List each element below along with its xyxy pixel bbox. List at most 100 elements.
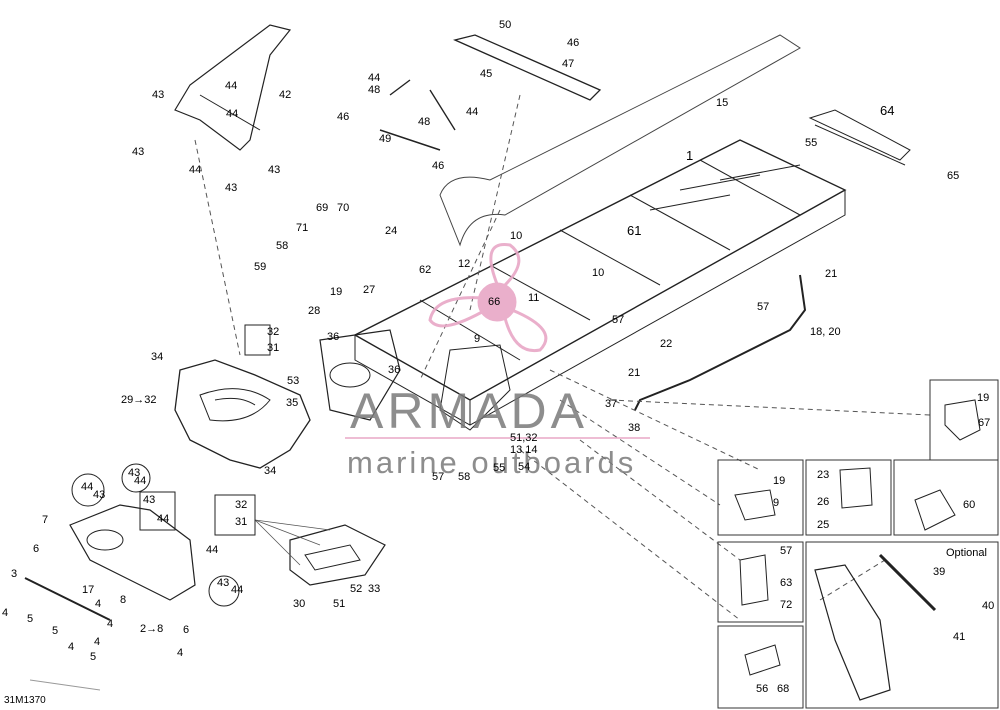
callout-25: 25 — [817, 519, 830, 531]
callout-11: 11 — [528, 292, 540, 304]
callout-37: 37 — [605, 398, 618, 410]
callout-49: 49 — [379, 133, 392, 145]
tunnel-top-cover — [439, 34, 801, 247]
callout-68: 68 — [777, 683, 790, 695]
callout-9: 9 — [474, 333, 481, 345]
callout-3: 3 — [11, 568, 18, 580]
inset-frame-23-26 — [805, 459, 892, 536]
callout-44: 44 — [466, 106, 479, 118]
callout-43: 43 — [132, 146, 145, 158]
center-brace — [319, 329, 401, 421]
callout-70: 70 — [337, 202, 350, 214]
inset-frame-56-68 — [717, 625, 804, 709]
callout-40: 40 — [982, 600, 995, 612]
callout-7: 7 — [42, 514, 49, 526]
callout-18-20: 18, 20 — [810, 326, 841, 338]
callout-34: 34 — [151, 351, 164, 363]
watermark-propeller-icon — [428, 242, 548, 353]
callout-19: 19 — [977, 392, 990, 404]
callout-4: 4 — [177, 647, 184, 659]
steering-support — [174, 24, 292, 151]
callout-23: 23 — [817, 469, 830, 481]
callout-72: 72 — [780, 599, 793, 611]
callout-45: 45 — [480, 68, 493, 80]
front-bulkhead — [174, 359, 311, 469]
callout-4: 4 — [94, 636, 101, 648]
callout-31: 31 — [235, 516, 248, 528]
callout-27: 27 — [363, 284, 376, 296]
callout-4: 4 — [2, 607, 9, 619]
callout-63: 63 — [780, 577, 793, 589]
callout-6: 6 — [183, 624, 190, 636]
inset-frame-57-63 — [717, 541, 804, 623]
callout-35: 35 — [286, 397, 299, 409]
watermark-subtitle: marine outboards — [347, 445, 637, 480]
callout-44: 44 — [189, 164, 202, 176]
callout-4: 4 — [68, 641, 75, 653]
callout-43: 43 — [128, 467, 141, 479]
callout-43: 43 — [143, 494, 156, 506]
optional-label: Optional — [946, 547, 987, 559]
callout-10: 10 — [510, 230, 523, 242]
callout-43: 43 — [152, 89, 165, 101]
callout-55: 55 — [805, 137, 818, 149]
callout-59: 59 — [254, 261, 267, 273]
callout-65: 65 — [947, 170, 960, 182]
callout-17: 17 — [82, 584, 95, 596]
callout-67: 67 — [978, 417, 991, 429]
callout-66: 66 — [488, 296, 501, 308]
callout-43: 43 — [217, 577, 230, 589]
front-bar — [24, 577, 111, 621]
callout-64: 64 — [880, 103, 895, 118]
callout-61: 61 — [627, 223, 642, 238]
callout-36: 36 — [388, 364, 401, 376]
callout-31: 31 — [267, 342, 280, 354]
callout-6: 6 — [33, 543, 40, 555]
callout-15: 15 — [716, 97, 729, 109]
callout-44: 44 — [206, 544, 219, 556]
callout-56: 56 — [756, 683, 769, 695]
callout-50: 50 — [499, 19, 512, 31]
callout-57: 57 — [757, 301, 770, 313]
callout-28: 28 — [308, 305, 321, 317]
callout-12: 12 — [458, 258, 471, 270]
side-rail — [634, 274, 807, 411]
fastener-box-31-32 — [244, 324, 271, 356]
callout-43: 43 — [93, 489, 106, 501]
callout-8: 8 — [120, 594, 127, 606]
inset-frame-optional — [805, 541, 999, 709]
callout-54: 54 — [518, 461, 531, 473]
callout-46: 46 — [337, 111, 350, 123]
callout-38: 38 — [628, 422, 641, 434]
callout-53: 53 — [287, 375, 300, 387]
callout-39: 39 — [933, 566, 946, 578]
callout-60: 60 — [963, 499, 976, 511]
callout-46: 46 — [567, 37, 580, 49]
callout-30: 30 — [293, 598, 306, 610]
callout-51-32: 51,32 — [510, 432, 538, 444]
callout-4: 4 — [95, 598, 102, 610]
callout-44: 44 — [225, 80, 238, 92]
callout-32: 32 — [267, 326, 280, 338]
callout-19: 19 — [330, 286, 343, 298]
callout-13-14: 13 14 — [510, 444, 538, 456]
callout-47: 47 — [562, 58, 575, 70]
callout-19: 19 — [773, 475, 786, 487]
callout-52: 52 — [350, 583, 363, 595]
callout-10: 10 — [592, 267, 605, 279]
diagram-code: 31M1370 — [4, 695, 46, 706]
callout-58: 58 — [458, 471, 471, 483]
callout-21: 21 — [825, 268, 838, 280]
fastener-box-31-32-lower — [214, 494, 256, 536]
callout-26: 26 — [817, 496, 830, 508]
inset-frame-60 — [893, 459, 999, 536]
callout-44: 44 — [134, 475, 147, 487]
callout-42: 42 — [279, 89, 292, 101]
callout-41: 41 — [953, 631, 966, 643]
callout-4: 4 — [107, 618, 114, 630]
callout-71: 71 — [296, 222, 309, 234]
callout-44: 44 — [231, 584, 244, 596]
callout-62: 62 — [419, 264, 432, 276]
callout-69: 69 — [316, 202, 329, 214]
